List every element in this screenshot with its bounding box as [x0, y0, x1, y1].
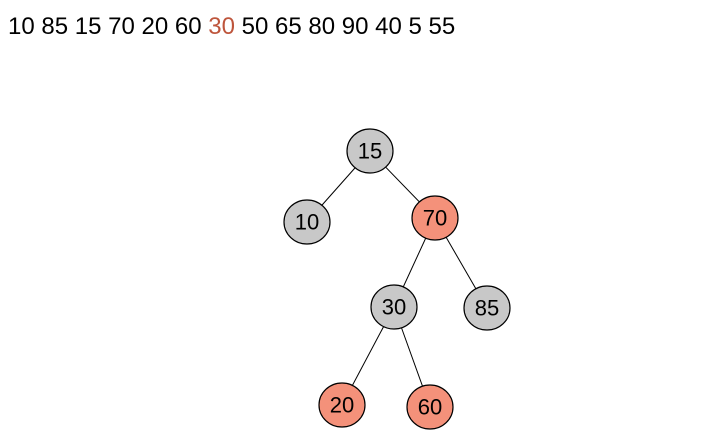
tree-node-20: 20	[318, 382, 366, 428]
node-circle	[463, 285, 511, 331]
node-label: 10	[295, 210, 319, 235]
tree-node-85: 85	[463, 285, 511, 331]
node-circle	[406, 384, 454, 430]
node-circle	[318, 382, 366, 428]
node-circle	[370, 284, 418, 330]
node-label: 30	[382, 295, 406, 320]
sequence-number: 40	[375, 13, 402, 40]
node-label: 15	[358, 139, 382, 164]
node-label: 20	[330, 393, 354, 418]
node-label: 60	[418, 395, 442, 420]
sequence-number: 85	[41, 13, 69, 40]
sequence-number: 70	[108, 13, 135, 40]
sequence-number: 65	[275, 13, 302, 40]
insertion-sequence: 10 85 15 70 20 60 30 50 65 80 90 40 5 55	[8, 13, 455, 41]
sequence-number: 10	[8, 13, 35, 40]
sequence-number: 60	[174, 13, 202, 40]
sequence-number-current: 30	[208, 13, 235, 40]
sequence-number: 90	[341, 13, 369, 40]
node-circle	[283, 199, 331, 245]
tree-node-70: 70	[411, 195, 459, 241]
sequence-number: 15	[74, 13, 102, 40]
node-label: 70	[423, 206, 447, 231]
tree-node-60: 60	[406, 384, 454, 430]
node-label: 85	[475, 296, 499, 321]
sequence-number: 20	[141, 13, 169, 40]
tree-node-30: 30	[370, 284, 418, 330]
sequence-number: 80	[308, 13, 336, 40]
sequence-number: 5	[408, 13, 422, 40]
tree-node-10: 10	[283, 199, 331, 245]
node-circle	[346, 128, 394, 174]
tree-node-15: 15	[346, 128, 394, 174]
sequence-number: 55	[428, 13, 456, 40]
sequence-number: 50	[241, 13, 269, 40]
node-circle	[411, 195, 459, 241]
